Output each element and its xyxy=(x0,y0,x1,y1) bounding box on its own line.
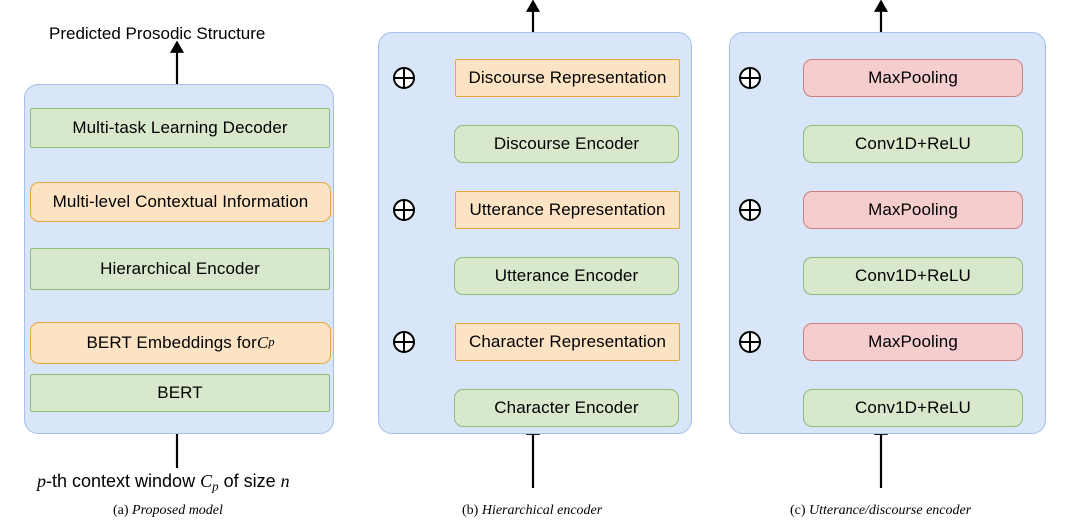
bottom-label-c-sub: p xyxy=(212,478,219,494)
block-conv1d-relu-top[interactable]: Conv1D+ReLU xyxy=(803,125,1023,163)
block-maxpooling-bottom[interactable]: MaxPooling xyxy=(803,323,1023,361)
plus-icon-top-adder xyxy=(739,67,761,89)
block-utterance-encoder[interactable]: Utterance Encoder xyxy=(454,257,679,295)
plus-icon-utterance-adder xyxy=(393,199,415,221)
panel-a-bottom-label: p-th context window Cp of size n xyxy=(37,471,290,495)
caption-panel-b: (b) Hierarchical encoder xyxy=(462,503,602,519)
block-conv1d-relu-middle[interactable]: Conv1D+ReLU xyxy=(803,257,1023,295)
panel-a-top-label: Predicted Prosodic Structure xyxy=(49,24,266,43)
block-character-encoder[interactable]: Character Encoder xyxy=(454,389,679,427)
bottom-label-n: n xyxy=(280,471,290,491)
bottom-label-mid2: of size xyxy=(218,471,281,491)
block-utterance-representation[interactable]: Utterance Representation xyxy=(455,191,680,229)
plus-icon-discourse-adder xyxy=(393,67,415,89)
caption-a-text: Proposed model xyxy=(132,503,223,518)
caption-b-id: (b) xyxy=(462,503,479,518)
block-discourse-encoder[interactable]: Discourse Encoder xyxy=(454,125,679,163)
caption-a-id: (a) xyxy=(113,503,129,518)
block-discourse-representation[interactable]: Discourse Representation xyxy=(455,59,680,97)
block-hierarchical-encoder[interactable]: Hierarchical Encoder xyxy=(30,248,330,290)
block-character-representation[interactable]: Character Representation xyxy=(455,323,680,361)
block-multi-level-contextual-information[interactable]: Multi-level Contextual Information xyxy=(30,182,331,222)
bottom-label-p: p xyxy=(37,471,46,491)
bert-embeddings-math-sub: p xyxy=(268,335,275,350)
panel-b-container xyxy=(378,32,692,434)
panel-c-container xyxy=(729,32,1046,434)
caption-panel-c: (c) Utterance/discourse encoder xyxy=(790,503,971,519)
plus-icon-middle-adder xyxy=(739,199,761,221)
bottom-label-c: C xyxy=(200,471,213,491)
bottom-label-mid1: -th context window xyxy=(46,471,201,491)
block-bert[interactable]: BERT xyxy=(30,374,330,412)
block-maxpooling-top[interactable]: MaxPooling xyxy=(803,59,1023,97)
caption-c-text: Utterance/discourse encoder xyxy=(809,503,972,518)
bert-embeddings-text: BERT Embeddings for xyxy=(86,332,257,352)
block-conv1d-relu-bottom[interactable]: Conv1D+ReLU xyxy=(803,389,1023,427)
bert-embeddings-math-c: C xyxy=(256,332,269,352)
caption-panel-a: (a) Proposed model xyxy=(113,503,223,519)
plus-icon-bottom-adder xyxy=(739,331,761,353)
plus-icon-character-adder xyxy=(393,331,415,353)
caption-c-id: (c) xyxy=(790,503,806,518)
caption-b-text: Hierarchical encoder xyxy=(481,503,603,518)
block-multi-task-learning-decoder[interactable]: Multi-task Learning Decoder xyxy=(30,108,330,148)
block-maxpooling-middle[interactable]: MaxPooling xyxy=(803,191,1023,229)
